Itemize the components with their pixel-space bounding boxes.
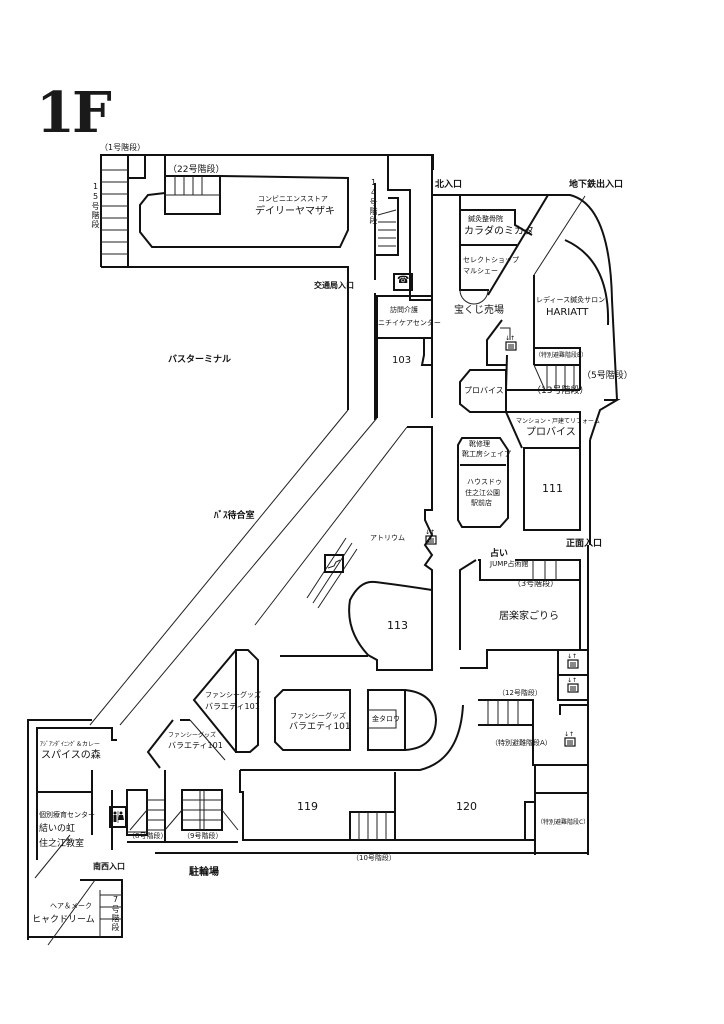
shop-name: スパイスの森 [41, 750, 101, 761]
shop-category: セレクトショップ [463, 256, 519, 264]
shop-category: ｱｼﾞｱﾝﾀﾞｲﾆﾝｸﾞ＆カレー [40, 741, 101, 748]
stair-9-label: （9号階段） [183, 832, 223, 840]
north-entrance-label[interactable]: 北入口 [435, 180, 463, 190]
stair-8-label: （8号階段） [128, 832, 168, 840]
unit-103[interactable]: 103 [392, 355, 412, 366]
fancy-goods-block [146, 649, 438, 769]
shop-line3: 駅前店 [471, 499, 492, 507]
unit-111[interactable]: 111 [542, 482, 563, 495]
shop-category: コンビニエンスストア [258, 195, 328, 203]
unit-119[interactable]: 119 [297, 800, 318, 813]
svg-text:↓↑: ↓↑ [564, 731, 574, 738]
phone-icon: ☎ [397, 275, 410, 286]
stair-10-label: （10号階段） [352, 854, 396, 862]
provise-block [457, 369, 591, 545]
stair-15-label: 15号階段 [91, 182, 100, 229]
svg-text:↓↑: ↓↑ [505, 335, 515, 342]
shop-name: プロバイス [526, 427, 576, 438]
lottery-label: 宝くじ売場 [454, 305, 504, 316]
southwest-entrance-label[interactable]: 南西入口 [93, 862, 125, 871]
south-west-block [27, 719, 239, 946]
evac-stair-c-label: （特別避難階段C） [537, 819, 590, 826]
shop-gorira[interactable]: 居楽家ごりら [499, 611, 559, 622]
shop-category: ファンシーグッズ [205, 691, 261, 699]
north-west-block [100, 154, 434, 410]
stair-22-label: （22号階段） [168, 165, 225, 175]
shop-name: バラエティ101 [289, 722, 351, 732]
south-block [155, 770, 588, 854]
stair-13-label: （13号階段） [532, 386, 589, 396]
shop-line2: 住之江公園 [465, 489, 500, 497]
unit-113[interactable]: 113 [387, 619, 408, 632]
shop-name: ニチイケアセンター [378, 319, 441, 327]
shop-name: デイリーヤマザキ [255, 206, 335, 217]
shop-name: 靴工房シェイプ [462, 450, 511, 458]
floor-title: 1F [36, 80, 112, 146]
bicycle-parking-label: 駐輪場 [189, 867, 219, 878]
shop-category: ファンシーグッズ [168, 732, 217, 739]
shop-line2: 住之江教室 [39, 839, 85, 849]
evac-stair-a-label: （特別避難階段A） [491, 739, 552, 747]
shop-name: ヒャクドリーム [32, 915, 95, 925]
transport-bureau-entrance-label[interactable]: 交通局入口 [314, 281, 354, 290]
shop-name: バラエティ101 [168, 741, 223, 750]
bus-waiting-room-label: ﾊﾞｽ待合室 [214, 511, 255, 521]
subway-entrance-label[interactable]: 地下鉄出入口 [569, 180, 624, 190]
shop-provise-1[interactable]: プロバイス [464, 386, 504, 395]
shop-category: 靴修理 [469, 440, 490, 448]
bus-terminal-label: バスターミナル [168, 355, 232, 365]
stair-1-label: （1号階段） [100, 143, 146, 152]
stair-14-label: 14号階段 [369, 178, 378, 225]
svg-text:↓↑: ↓↑ [567, 677, 577, 684]
gorira-block [240, 545, 589, 855]
shop-category: 鍼灸整骨院 [468, 215, 503, 223]
unit-103-block [376, 295, 433, 418]
shop-category: マンション・戸建てリフォーム [516, 418, 600, 425]
stair-3-label: （3号階段） [513, 579, 559, 588]
shop-category: 占い [490, 549, 509, 559]
shop-line1: 結いの虹 [39, 824, 76, 834]
shop-category: 訪問介護 [390, 306, 418, 314]
shop-name: マルシェー [463, 267, 498, 275]
shop-name: バラエティ101 [205, 702, 260, 711]
shop-kintarou[interactable]: 金タロウ [372, 715, 400, 723]
unit-120[interactable]: 120 [456, 800, 477, 813]
svg-text:↓↑: ↓↑ [425, 529, 435, 536]
corridors [89, 409, 434, 726]
shop-line1: ハウスドゥ [467, 478, 502, 486]
north-east-shops [459, 194, 621, 441]
shop-name: HARIATT [546, 307, 589, 318]
shop-name: カラダのミカタ [464, 226, 534, 237]
shop-category: ヘア＆メーク [50, 902, 92, 910]
shop-category: ファンシーグッズ [290, 712, 346, 720]
atrium-label: アトリウム [370, 534, 405, 542]
stair-14-block [374, 155, 548, 420]
evac-stair-b-label: （特別避難階段B） [535, 352, 588, 359]
stair-12-label: （12号階段） [498, 689, 542, 697]
stair-7-label: 7号階段 [111, 895, 120, 932]
front-entrance-label[interactable]: 正面入口 [566, 539, 603, 549]
shop-category: 個別療育センター [39, 811, 95, 819]
shop-category: レディース鍼灸サロン [536, 296, 606, 304]
svg-text:↓↑: ↓↑ [567, 653, 577, 660]
stair-5-label: （5号階段） [582, 371, 633, 381]
shop-name: JUMP占術館 [490, 560, 529, 568]
